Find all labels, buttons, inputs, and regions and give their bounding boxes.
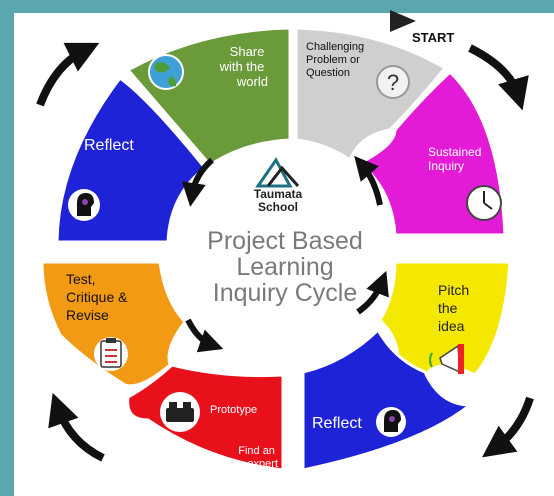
arrow-bottom-right — [482, 396, 534, 458]
sustained-label-1: Sustained — [428, 145, 481, 159]
share-label-3: world — [236, 74, 268, 89]
segment-reflect-bottom — [301, 327, 475, 472]
title-line-2: Learning — [236, 253, 334, 281]
test-label-1: Test, — [66, 271, 96, 287]
inner-arrow-lower-right — [356, 270, 389, 315]
challenge-label-1: Challenging — [306, 41, 364, 53]
title-line-3: Inquiry Cycle — [212, 279, 358, 307]
school-logo-icon — [255, 157, 300, 188]
globe-icon — [148, 54, 184, 90]
svg-text:Pitch the idea: Pitch the idea — [438, 282, 473, 334]
head-gear-icon-bottom — [376, 407, 406, 437]
reflect-bottom-label: Reflect — [312, 415, 362, 432]
center-title: Project Based Learning Inquiry Cycle — [185, 228, 385, 306]
svg-text:Share with the wor: Share with the world — [219, 44, 268, 89]
head-gear-icon-left — [68, 189, 100, 221]
svg-text:Find an expert: Find an expert — [238, 445, 278, 470]
inner-arrow-right — [354, 155, 383, 206]
start-label: START — [412, 30, 454, 45]
prototype-label: Prototype — [210, 404, 257, 416]
start-play-icon — [390, 10, 416, 32]
share-label-1: Share — [230, 44, 265, 59]
sustained-label-2: Inquiry — [428, 159, 464, 173]
challenge-label-3: Question — [306, 67, 350, 79]
svg-text:Sustained Inquiry: Sustained Inquiry — [428, 145, 485, 173]
pitch-label-2: the — [438, 300, 458, 316]
inner-arrow-left — [181, 157, 215, 207]
megaphone-icon — [429, 344, 464, 374]
svg-text:Challenging Problem or: Challenging Problem or Question — [306, 41, 367, 79]
school-name-line-2: School — [257, 200, 298, 214]
lego-brick-icon — [160, 392, 200, 432]
svg-text:Test, Critique & R: Test, Critique & Revise — [66, 271, 131, 323]
pitch-label-1: Pitch — [438, 282, 469, 298]
test-label-3: Revise — [66, 307, 109, 323]
arrow-bottom-left — [48, 392, 105, 462]
pitch-label-3: idea — [438, 318, 465, 334]
test-label-2: Critique & — [66, 289, 128, 305]
svg-text:?: ? — [387, 70, 399, 95]
frame-top-border — [0, 0, 554, 13]
inner-arrow-lower-left — [185, 318, 224, 353]
arrow-top-right — [468, 44, 529, 111]
share-label-2: with the — [219, 59, 265, 74]
expert-label-1: Find an — [238, 445, 275, 457]
clock-icon — [466, 185, 502, 221]
arrow-top-left — [36, 42, 100, 107]
school-name: Taumata School — [238, 188, 318, 214]
segment-challenge — [294, 26, 448, 163]
question-icon: ? — [376, 65, 410, 99]
title-line-1: Project Based — [207, 227, 363, 255]
frame-left-border — [0, 0, 14, 496]
segment-test — [40, 260, 187, 388]
segment-prototype — [126, 363, 285, 472]
reflect-left-label: Reflect — [84, 137, 134, 154]
school-name-line-1: Taumata — [253, 187, 303, 201]
clipboard-icon — [94, 337, 128, 371]
expert-label-2: expert — [247, 458, 278, 470]
challenge-label-2: Problem or — [306, 54, 360, 66]
